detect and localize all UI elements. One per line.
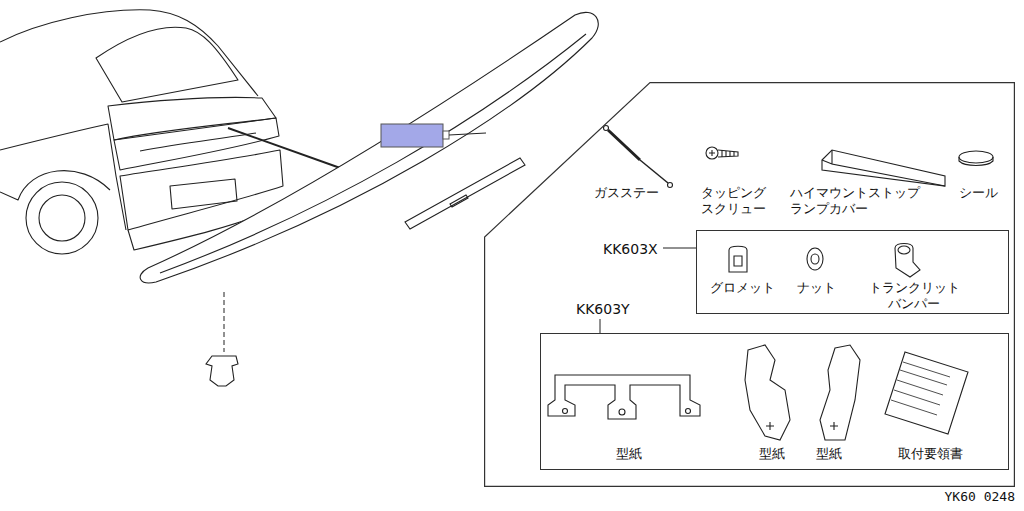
template-hole: [619, 409, 625, 415]
bumper-top: [898, 246, 910, 254]
template-sheet: [745, 345, 790, 440]
lamp-hole: [450, 195, 468, 207]
highlight-tab: [443, 131, 449, 139]
figure-code: YK60 0248: [945, 489, 1015, 505]
nut-hole: [811, 254, 819, 264]
template-hole: [686, 409, 691, 414]
part-name: トランクリット バンパー: [859, 280, 969, 313]
body-side: [0, 124, 126, 230]
part-number-highlight: [381, 124, 443, 147]
screw-shaft: [718, 150, 738, 157]
part-name: 型紙: [759, 446, 785, 462]
arrow-line: [228, 128, 343, 169]
leader-line: [224, 292, 225, 352]
part-icons: [548, 126, 993, 441]
wheel-hub: [39, 195, 85, 241]
kit-number: KK603Y: [576, 301, 630, 319]
panel-border: [485, 83, 1015, 487]
template-sheet: [820, 345, 860, 440]
nut-icon: [807, 248, 823, 270]
part-name: 取付要領書: [898, 446, 963, 462]
spoiler-body: [140, 12, 598, 283]
lamp-cover-edge: [822, 150, 945, 186]
leader-line: [663, 248, 696, 249]
part-name: 型紙: [816, 446, 842, 462]
grommet-icon: [729, 246, 747, 272]
leader-line: [449, 133, 486, 135]
rear-spoiler: [140, 12, 598, 283]
part-name: ガスステー: [594, 185, 659, 201]
seal-edge: [959, 157, 993, 166]
wheel: [26, 182, 98, 254]
lamp-cover: [822, 150, 945, 186]
screw-head: [706, 147, 718, 159]
parts-panel: KK603X グロメット ナット トランクリット バンパー KK603Y 型紙 型紙 型紙 取付…: [484, 82, 1015, 487]
screw-thread: [722, 150, 734, 157]
template-mark: [766, 422, 774, 430]
part-name: シール: [959, 185, 998, 201]
gas-stay-end: [668, 183, 673, 188]
seal-icon: [959, 151, 993, 163]
part-name: 型紙: [616, 446, 642, 462]
lamp-slot: [405, 158, 525, 229]
screw-cross: [709, 150, 715, 156]
spoiler-fold: [160, 34, 586, 273]
trunk-line: [140, 133, 256, 151]
part-name: グロメット: [710, 280, 775, 296]
rear-window: [96, 27, 238, 102]
part-name: タッピング スクリュー: [691, 185, 775, 218]
bumper-icon: [895, 244, 920, 278]
gas-stay-end: [604, 126, 609, 131]
kit-number: KK603X: [603, 241, 658, 259]
clip-icon: [206, 356, 238, 386]
kit-box: KK603Y型紙型紙型紙取付要領書: [540, 333, 1009, 470]
kit-box: KK603Xグロメットナットトランクリット バンパー: [696, 230, 1009, 314]
part-name: ナット: [797, 280, 836, 296]
grommet-slot: [734, 256, 742, 266]
tail-lights: [114, 118, 279, 170]
instruction-sheet: [885, 352, 968, 434]
gas-stay-rod: [640, 160, 668, 183]
gas-stay-cylinder: [608, 130, 640, 160]
plate-recess: [170, 179, 237, 209]
instruction-lines: [891, 362, 950, 415]
leader-line: [600, 319, 601, 333]
template-mark: [830, 422, 838, 430]
template-sheet: [548, 375, 700, 419]
template-hole: [563, 409, 568, 414]
part-name: ハイマウントストップ ランプカバー: [790, 185, 940, 218]
